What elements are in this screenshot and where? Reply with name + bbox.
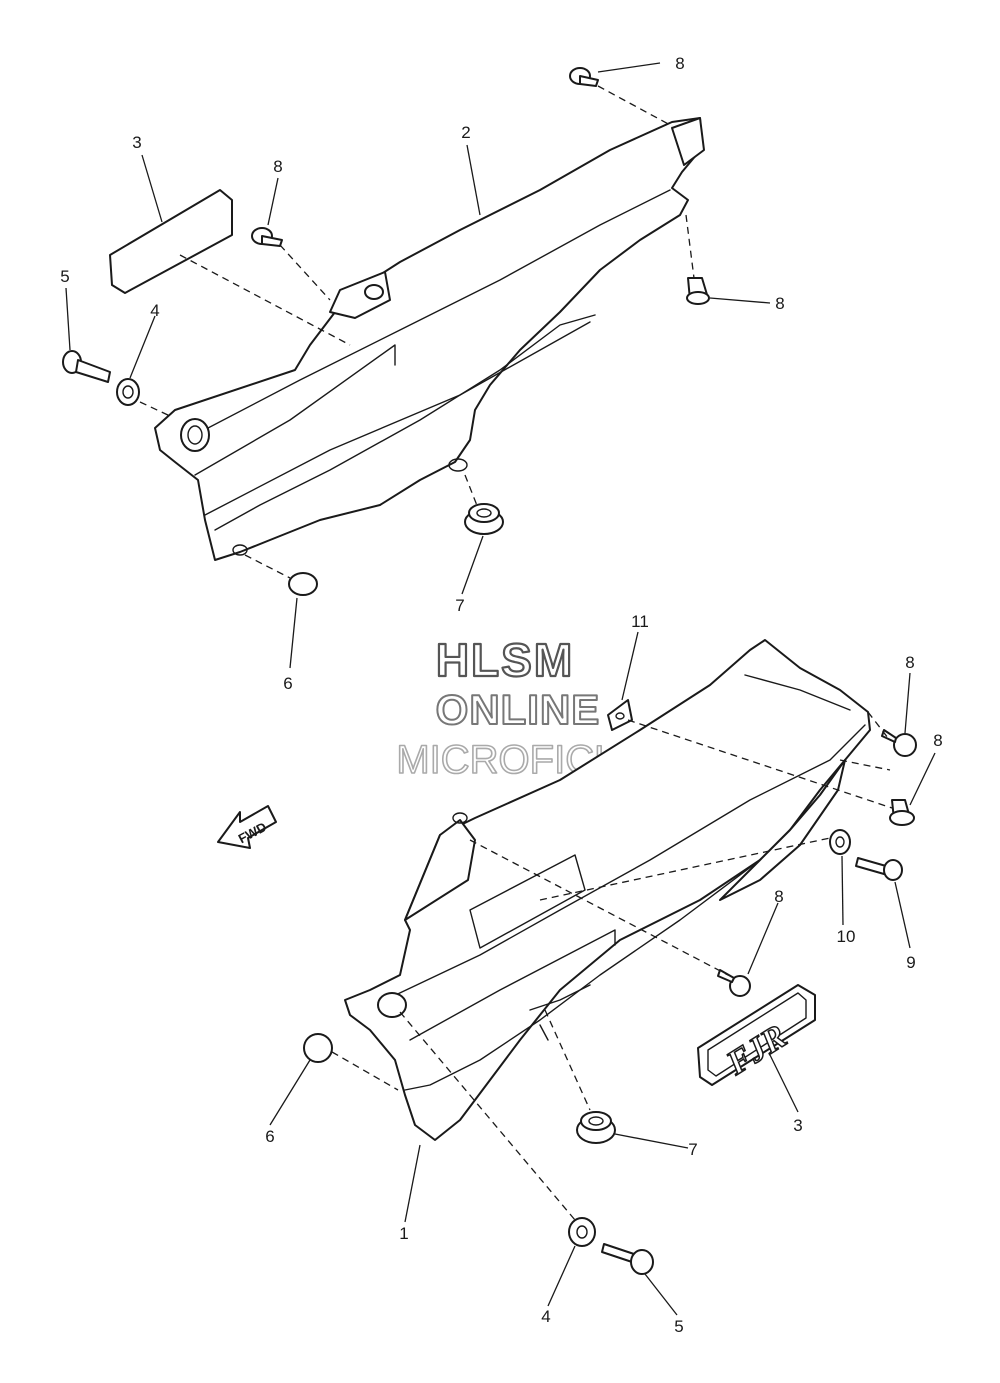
callout-6-top: 6 (283, 674, 292, 693)
cover-mount-tab (329, 271, 391, 319)
callout-1: 1 (399, 1224, 408, 1243)
clip-8-right (686, 277, 710, 305)
callout-11: 11 (631, 612, 649, 631)
clip-8-bottom-b (889, 799, 915, 826)
cap-6-top (288, 572, 318, 596)
cover-inner-edge-2 (214, 314, 596, 531)
clip-8-bottom-c (717, 969, 751, 997)
collar-4-top (116, 378, 140, 406)
cap-6-bottom (303, 1033, 333, 1063)
callout-7-bottom: 7 (688, 1140, 697, 1159)
cover-inner-edge (184, 189, 671, 441)
emblem-plate-top (109, 189, 233, 294)
watermark-line-1: HLSM (436, 634, 574, 686)
cover-lower-hole (232, 544, 248, 556)
cover-logo-mark (529, 984, 591, 1041)
cover-mount-tab-b (404, 819, 476, 921)
cover-front-boss-b (377, 992, 407, 1018)
callout-3-bottom: 3 (793, 1116, 802, 1135)
cover-inner-edge-b4 (744, 674, 851, 711)
callout-8-right: 8 (775, 294, 784, 313)
cover-inner-edge-b2 (404, 859, 761, 1091)
grommet-7-bottom (576, 1111, 616, 1144)
cover-front-boss-inner (187, 425, 203, 445)
callout-8-top-right: 8 (675, 54, 684, 73)
callout-8-top-left: 8 (273, 157, 282, 176)
callout-5-top: 5 (60, 267, 69, 286)
cover-rib (194, 344, 396, 476)
bolt-9 (855, 857, 903, 881)
fwd-arrow: FWD (217, 805, 277, 849)
callout-9: 9 (906, 953, 915, 972)
callout-10: 10 (837, 927, 856, 946)
callout-5-bottom: 5 (674, 1317, 683, 1336)
watermark-line-2: ONLINE (436, 686, 601, 733)
callout-4-top: 4 (150, 301, 159, 320)
side-cover-part-2 (154, 117, 703, 561)
cover-tab-11 (607, 699, 633, 731)
callout-8-bottom-a: 8 (905, 653, 914, 672)
callout-8-bottom-b: 8 (933, 731, 942, 750)
clip-8-top-left (251, 227, 283, 247)
cover-inner-edge-b3 (409, 929, 616, 1041)
callout-8-bottom-c: 8 (774, 887, 783, 906)
callout-3-top: 3 (132, 133, 141, 152)
bolt-5-bottom (601, 1243, 654, 1275)
emblem-plate-bottom: FJR (697, 984, 816, 1086)
cover-rear-bracket (719, 759, 846, 901)
cover-mount-hole (364, 284, 384, 300)
grommet-7-top (464, 503, 504, 535)
clip-8-top-right (569, 67, 599, 87)
cover-hole-11 (615, 712, 625, 720)
collar-4-bottom (568, 1217, 596, 1247)
clip-8-bottom-a (881, 729, 917, 757)
cover-window (469, 854, 586, 949)
callout-6-bottom: 6 (265, 1127, 274, 1146)
cover-grommet-slot (448, 458, 468, 472)
bolt-5-top (62, 350, 111, 383)
top-assembly: 3 8 2 8 8 5 4 6 7 (60, 54, 784, 693)
callout-4-bottom: 4 (541, 1307, 550, 1326)
callout-7-top: 7 (455, 596, 464, 615)
cover-upper-hole-b (452, 812, 468, 824)
collar-10 (829, 829, 851, 855)
bottom-assembly: FJR (265, 612, 942, 1336)
callout-2: 2 (461, 123, 470, 142)
cover-rib-2 (204, 321, 591, 516)
cover-inner-edge-b1 (384, 724, 866, 1001)
cover-rear-tab (671, 117, 705, 166)
cover-front-boss (180, 418, 210, 452)
